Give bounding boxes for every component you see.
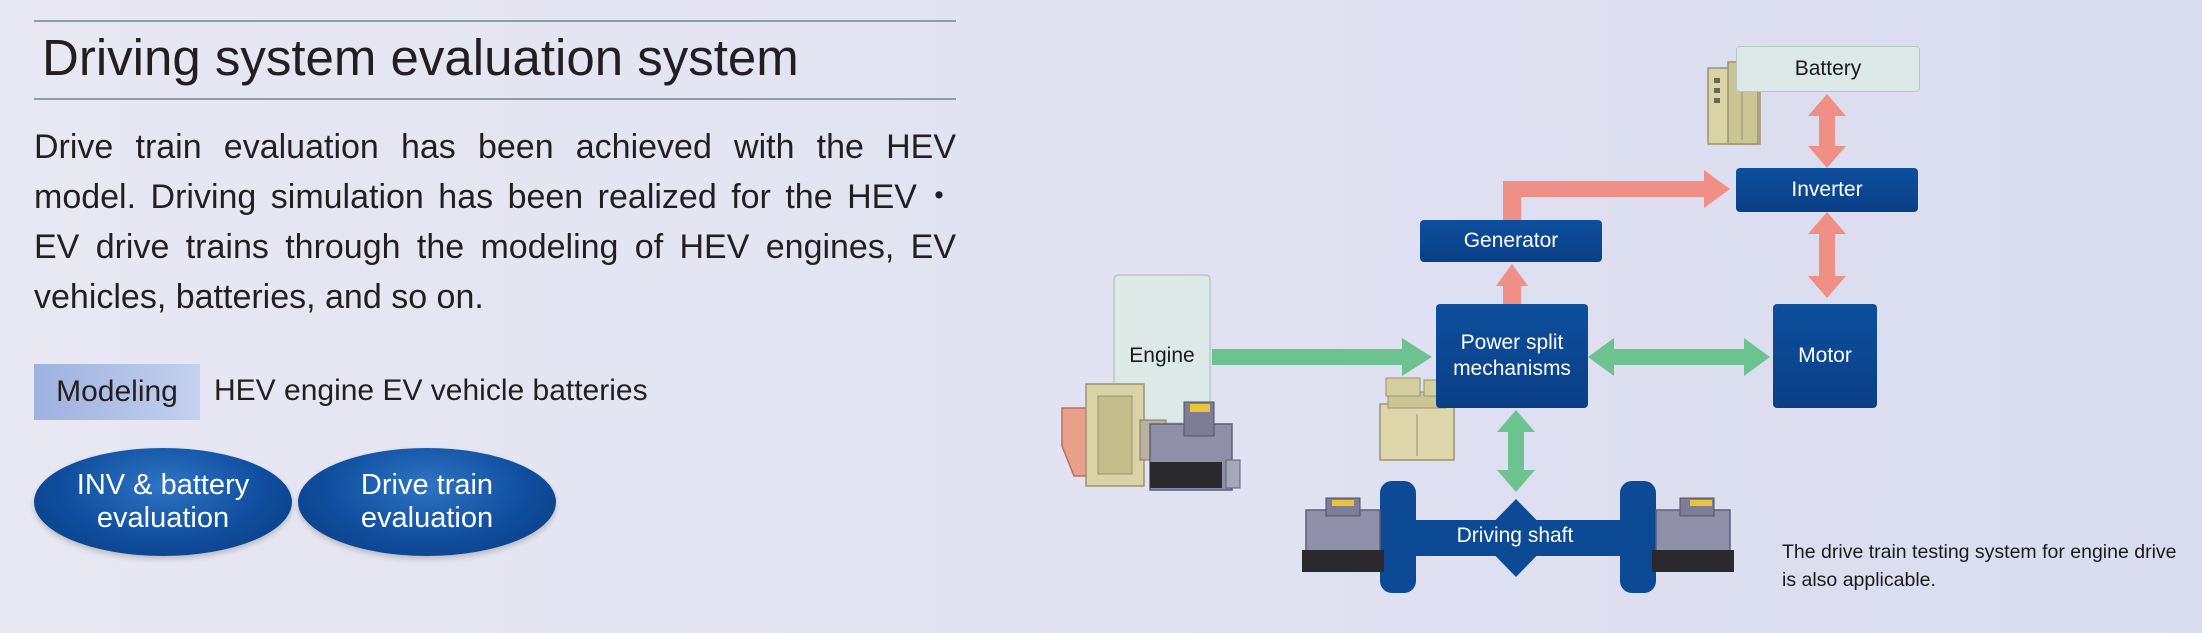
modeling-items: HEV engine EV vehicle batteries — [214, 374, 648, 407]
arrow-power-split-motor — [1588, 338, 1770, 376]
generator-box: Generator — [1420, 220, 1602, 262]
description-paragraph: Drive train evaluation has been achieved… — [34, 128, 956, 316]
right-dynamometer-illustration — [1652, 497, 1734, 572]
arrow-generator-to-inverter — [1503, 170, 1730, 220]
arrow-power-split-shaft — [1497, 410, 1535, 492]
mechanical-arrows — [1212, 338, 1770, 492]
inv-battery-evaluation-badge: INV & battery evaluation — [34, 448, 292, 556]
badge-line: INV & battery — [76, 469, 250, 501]
badge-line: evaluation — [360, 502, 494, 534]
inverter-box: Inverter — [1736, 168, 1918, 212]
modeling-tag: Modeling — [34, 364, 200, 420]
page-title: Driving system evaluation system — [42, 29, 799, 86]
electrical-arrows — [1496, 94, 1846, 304]
arrow-engine-to-power-split — [1212, 338, 1432, 376]
power-split-line: Power split — [1460, 331, 1564, 354]
diagram-note: The drive train testing system for engin… — [1782, 541, 2177, 591]
power-split-line: mechanisms — [1453, 357, 1571, 380]
power-split-box: Power split mechanisms — [1436, 304, 1588, 408]
power-split-rig-illustration — [1379, 377, 1455, 461]
arrow-inverter-motor — [1808, 212, 1846, 298]
motor-box: Motor — [1773, 304, 1877, 408]
arrow-battery-inverter — [1808, 94, 1846, 168]
arrow-power-split-to-generator — [1496, 264, 1528, 304]
drive-train-evaluation-badge: Drive train evaluation — [298, 448, 556, 556]
badge-line: Drive train — [360, 469, 494, 501]
title-top-rule — [34, 20, 956, 22]
engine-label: Engine — [1129, 344, 1195, 367]
driving-shaft-label: Driving shaft — [1456, 524, 1574, 547]
left-dynamometer-illustration — [1302, 497, 1384, 572]
title-bottom-rule — [34, 98, 956, 100]
engine-illustration — [1061, 383, 1241, 491]
battery-box: Battery — [1736, 46, 1920, 92]
driving-shaft — [1380, 481, 1656, 593]
badge-line: evaluation — [96, 502, 230, 534]
